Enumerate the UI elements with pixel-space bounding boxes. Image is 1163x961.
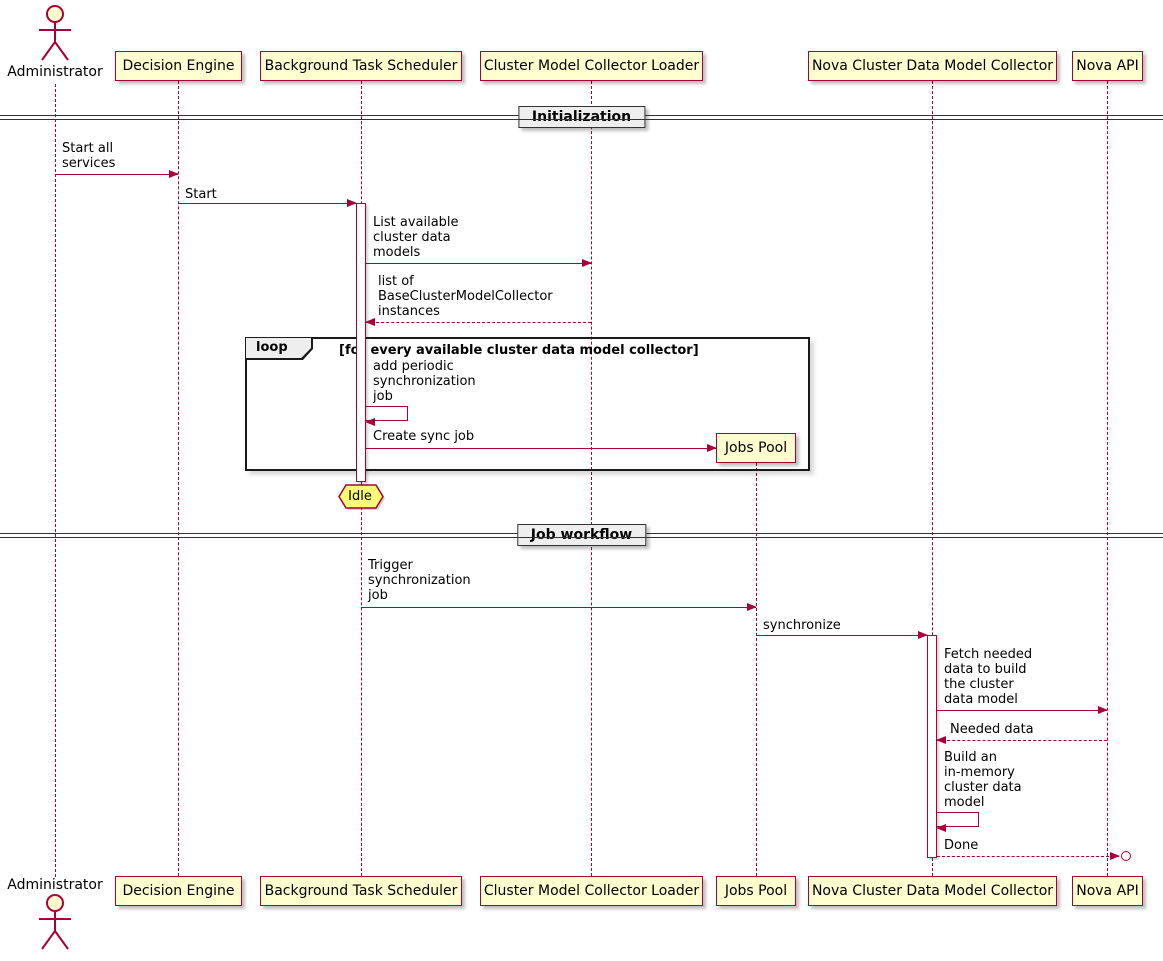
lifeline-decision-engine	[178, 81, 179, 876]
divider-initialization-label: Initialization	[517, 106, 646, 128]
loop-frame-condition: [for every available cluster data model …	[339, 343, 699, 358]
participant-nova-cluster-data-model-collector-bottom: Nova Cluster Data Model Collector	[808, 876, 1057, 906]
participant-background-task-scheduler-top: Background Task Scheduler	[260, 51, 462, 81]
done-endpoint-circle-icon	[1121, 851, 1131, 861]
participant-jobs-pool-bottom: Jobs Pool	[716, 876, 796, 906]
actor-label-administrator-top: Administrator	[7, 64, 103, 80]
message-label-start-all-services: Start all services	[62, 141, 116, 171]
message-label-needed-data: Needed data	[950, 722, 1034, 737]
message-label-list-of-instances: list of BaseClusterModelCollector instan…	[378, 274, 553, 319]
message-arrow-start-all-services	[55, 170, 179, 178]
idle-state-label: Idle	[348, 488, 372, 504]
lifeline-administrator	[55, 84, 56, 877]
participant-jobs-pool-created: Jobs Pool	[716, 433, 796, 463]
message-label-create-sync-job: Create sync job	[373, 429, 475, 444]
activation-nova-cluster-data-model-collector	[927, 635, 937, 858]
lifeline-cluster-model-collector-loader	[591, 81, 592, 876]
participant-decision-engine-bottom: Decision Engine	[115, 876, 242, 906]
loop-frame-keyword: loop	[246, 338, 311, 358]
message-arrow-trigger-sync	[361, 603, 757, 611]
message-label-list-available: List available cluster data models	[373, 215, 459, 260]
message-arrow-create-sync-job	[366, 444, 717, 452]
message-label-build-model: Build an in-memory cluster data model	[944, 750, 1022, 810]
activation-background-task-scheduler	[356, 203, 366, 482]
divider-job-workflow-label: Job workflow	[516, 524, 647, 546]
message-label-synchronize: synchronize	[763, 618, 841, 633]
participant-cluster-model-collector-loader-top: Cluster Model Collector Loader	[480, 51, 703, 81]
message-label-add-periodic: add periodic synchronization job	[373, 359, 476, 404]
message-self-arrow-build-model	[936, 812, 979, 832]
message-arrow-fetch-needed	[937, 706, 1108, 714]
message-arrow-done	[937, 852, 1120, 860]
message-arrow-synchronize	[756, 631, 928, 639]
participant-nova-api-top: Nova API	[1072, 51, 1143, 81]
message-arrow-list-available	[366, 259, 592, 267]
actor-label-administrator-bottom: Administrator	[7, 877, 103, 893]
lifeline-nova-api	[1107, 81, 1108, 876]
message-label-trigger-sync: Trigger synchronization job	[368, 558, 471, 603]
lifeline-nova-cluster-data-model-collector	[932, 81, 933, 876]
participant-nova-cluster-data-model-collector-top: Nova Cluster Data Model Collector	[808, 51, 1057, 81]
loop-frame-header: loop	[246, 338, 313, 360]
message-arrow-list-of-instances	[365, 318, 591, 326]
loop-frame: loop [for every available cluster data m…	[245, 337, 810, 471]
message-label-done: Done	[944, 838, 979, 853]
message-arrow-start	[178, 199, 357, 207]
participant-decision-engine-top: Decision Engine	[115, 51, 242, 81]
message-label-fetch-needed: Fetch needed data to build the cluster d…	[944, 647, 1033, 707]
message-arrow-needed-data	[936, 736, 1107, 744]
message-label-start: Start	[185, 187, 217, 202]
idle-state-hexagon: Idle	[336, 484, 386, 511]
divider-initialization: Initialization	[0, 104, 1163, 131]
divider-job-workflow: Job workflow	[0, 522, 1163, 549]
administrator-actor-icon-bottom	[35, 893, 75, 955]
message-self-arrow-add-periodic	[365, 406, 408, 426]
participant-background-task-scheduler-bottom: Background Task Scheduler	[260, 876, 462, 906]
participant-nova-api-bottom: Nova API	[1072, 876, 1143, 906]
lifeline-jobs-pool	[756, 463, 757, 876]
administrator-actor-icon	[35, 4, 75, 66]
participant-cluster-model-collector-loader-bottom: Cluster Model Collector Loader	[480, 876, 703, 906]
